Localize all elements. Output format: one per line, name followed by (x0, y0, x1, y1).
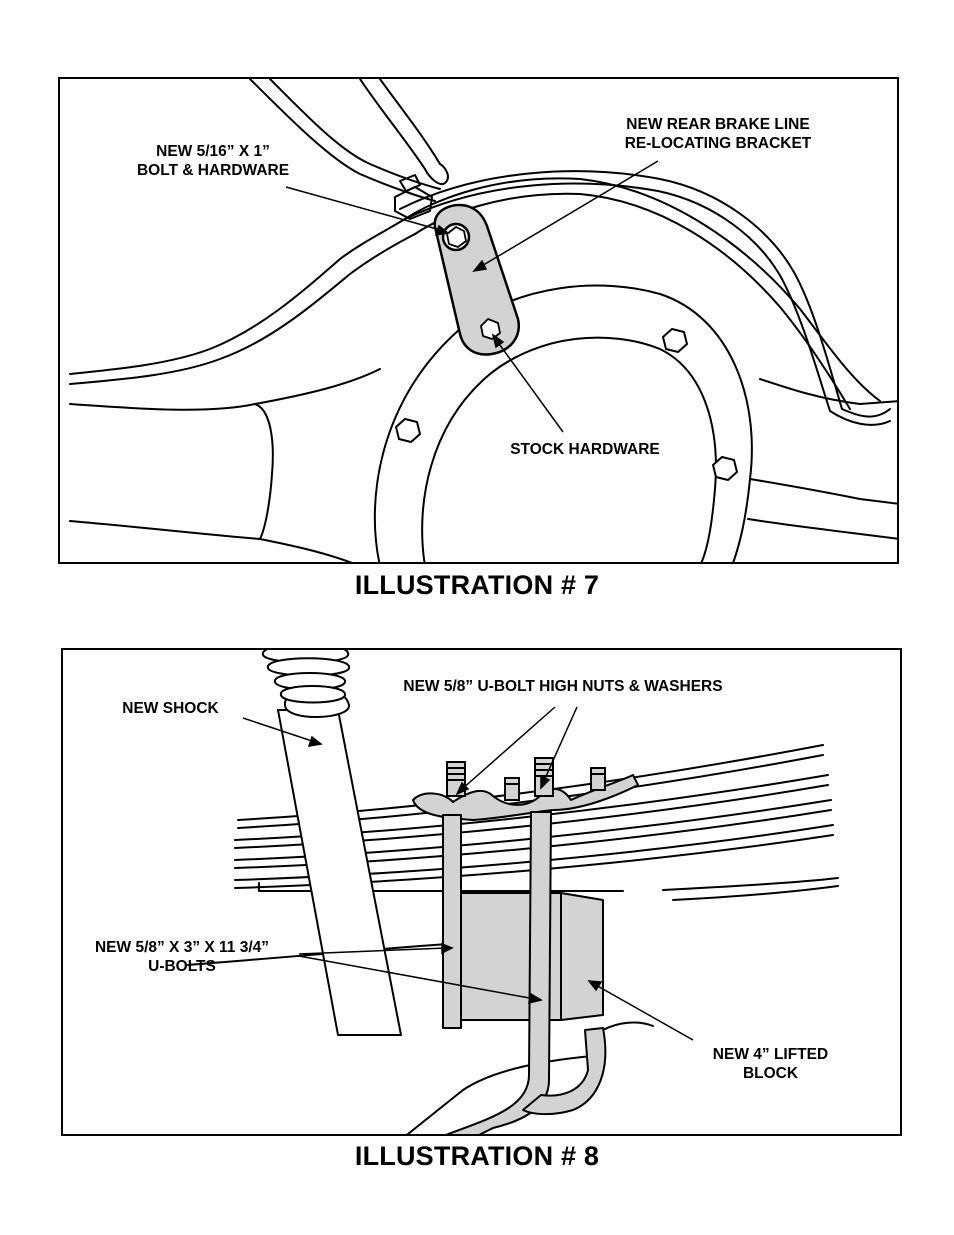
illustration-8-panel: NEW SHOCK NEW 5/8” U-BOLT HIGH NUTS & WA… (61, 648, 902, 1136)
bolt-hardware-label-line2: BOLT & HARDWARE (136, 162, 290, 179)
bolt-hardware-callout: NEW 5/16” X 1” BOLT & HARDWARE (118, 142, 308, 180)
stock-hardware-label: STOCK HARDWARE (510, 441, 660, 458)
lifted-block-callout: NEW 4” LIFTED BLOCK (693, 1045, 848, 1083)
illustration-7-panel: NEW 5/16” X 1” BOLT & HARDWARE NEW REAR … (58, 77, 899, 564)
bracket-label-line1: NEW REAR BRAKE LINE (626, 116, 810, 133)
illustration-7-drawing (69, 79, 897, 562)
new-shock-label: NEW SHOCK (122, 700, 219, 717)
lifted-block-label-line2: BLOCK (742, 1065, 799, 1082)
ubolts-callout: NEW 5/8” X 3” X 11 3/4” U-BOLTS (71, 938, 293, 976)
ubolts-label-line2: U-BOLTS (148, 958, 216, 975)
ubolts-label-line1: NEW 5/8” X 3” X 11 3/4” (94, 939, 270, 956)
illustration-8-drawing (187, 650, 839, 1134)
bracket-callout: NEW REAR BRAKE LINE RE-LOCATING BRACKET (608, 115, 828, 153)
high-nuts-washers-label: NEW 5/8” U-BOLT HIGH NUTS & WASHERS (403, 678, 723, 695)
illustration-7-caption: ILLUSTRATION # 7 (354, 570, 600, 600)
lifted-block-label-line1: NEW 4” LIFTED (712, 1046, 829, 1063)
bolt-hardware-label-line1: NEW 5/16” X 1” (156, 143, 270, 160)
bracket-label-line2: RE-LOCATING BRACKET (624, 135, 812, 152)
illustration-8-caption: ILLUSTRATION # 8 (354, 1141, 600, 1171)
